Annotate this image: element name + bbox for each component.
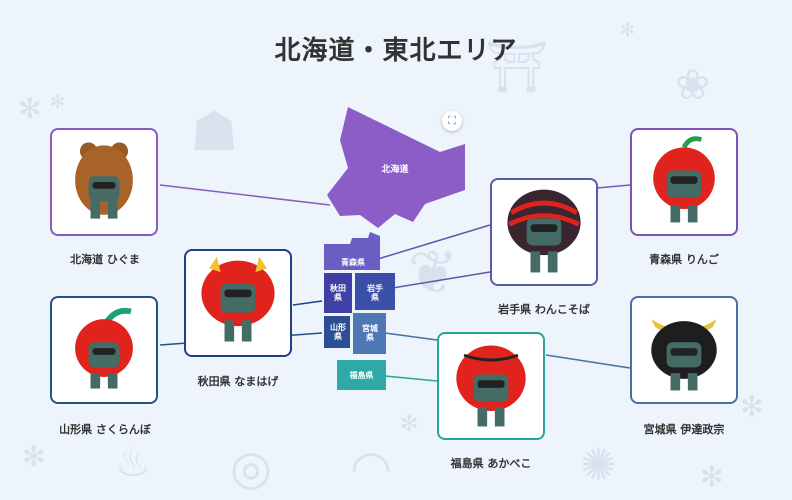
label-fukushima-akabeko: 福島県 あかべこ	[450, 457, 532, 470]
miyagi-text: 宮城 県	[362, 324, 378, 342]
helmet-doodle: ⛩	[485, 38, 549, 96]
snowflake-decoration: ✻	[700, 460, 724, 493]
card-iwate-wankosoba[interactable]	[490, 178, 598, 286]
map-iwate	[355, 273, 395, 310]
map-label-miyagi[interactable]: 宮城 県	[356, 318, 384, 348]
namahage-mascot-image	[201, 256, 275, 342]
label-akita-namahage: 秋田県 なまはげ	[197, 375, 279, 388]
temple-doodle: ☗	[190, 100, 239, 163]
snowflake-decoration: ✻	[50, 92, 66, 113]
page-title: 北海道・東北エリア	[274, 36, 518, 66]
map-label-iwate[interactable]: 岩手 県	[362, 278, 388, 308]
map-yamagata	[324, 316, 350, 348]
crab-doodle: ✺	[580, 440, 617, 491]
map-akita	[324, 273, 352, 313]
wankosoba-mascot-image	[507, 189, 581, 273]
fruit-doodle: ❀	[675, 60, 711, 109]
apple-mascot-image	[653, 136, 715, 223]
map-label-akita[interactable]: 秋田 県	[326, 278, 350, 308]
snowflake-decoration: ✻	[18, 92, 42, 125]
label-aomori-ringo: 青森県 りんご	[649, 253, 719, 266]
ball-doodle: ◎	[230, 440, 272, 496]
akabeko-mascot-image	[456, 345, 526, 427]
scan-icon[interactable]: ⛶	[442, 111, 462, 131]
bowl-doodle: ◠	[350, 440, 392, 496]
map-label-yamagata[interactable]: 山形 県	[326, 318, 350, 346]
label-yamagata-sakuranbo: 山形県 さくらんぼ	[59, 423, 151, 436]
card-miyagi-date-masamune[interactable]	[630, 296, 738, 404]
card-akita-namahage[interactable]	[184, 249, 292, 357]
label-miyagi-date-masamune: 宮城県 伊達政宗	[643, 423, 725, 436]
card-yamagata-sakuranbo[interactable]	[50, 296, 158, 404]
map-miyagi	[353, 313, 386, 354]
map-hokkaido	[327, 107, 465, 228]
map-label-hokkaido[interactable]: 北海道	[381, 164, 409, 175]
label-iwate-wankosoba: 岩手県 わんこそば	[498, 303, 590, 316]
plant-doodle: ❦	[408, 238, 459, 308]
yamagata-text: 山形 県	[330, 323, 346, 341]
label-hokkaido-higuma: 北海道 ひぐま	[70, 253, 140, 266]
card-fukushima-akabeko[interactable]	[437, 332, 545, 440]
map-label-fukushima[interactable]: 福島県	[349, 370, 374, 380]
snowflake-decoration: ✻	[740, 390, 764, 423]
cherry-mascot-image	[75, 307, 133, 389]
cup-doodle: ♨	[115, 440, 151, 486]
masamune-mascot-image	[651, 319, 717, 391]
snowflake-decoration: ✻	[620, 20, 636, 41]
snowflake-decoration: ✻	[400, 412, 419, 437]
bear-mascot-image	[75, 142, 133, 219]
iwate-text: 岩手 県	[367, 284, 383, 302]
map-aomori	[324, 232, 380, 270]
map-fukushima	[337, 360, 386, 390]
card-aomori-ringo[interactable]	[630, 128, 738, 236]
map-label-aomori[interactable]: 青森県	[341, 257, 365, 267]
akita-text: 秋田 県	[330, 284, 346, 302]
card-hokkaido-higuma[interactable]	[50, 128, 158, 236]
snowflake-decoration: ✻	[22, 440, 46, 473]
